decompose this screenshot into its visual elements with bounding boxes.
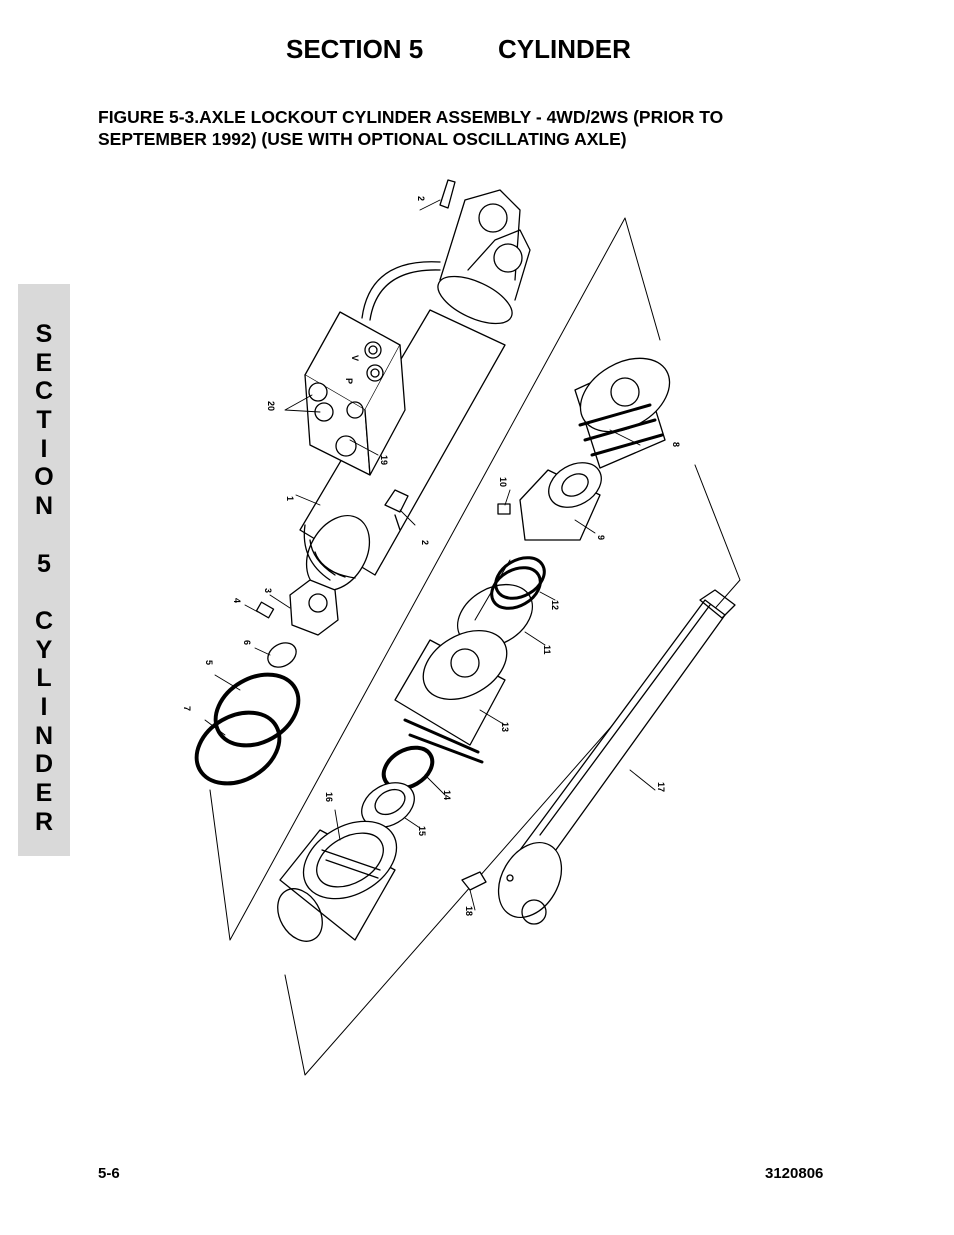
callout-8: 8 (671, 442, 681, 447)
side-tab-letter: N (34, 721, 54, 750)
valve-port-label-p: P (344, 378, 354, 384)
side-tab-letter: R (34, 807, 54, 836)
set-screw-10 (497, 503, 511, 515)
callout-4: 4 (232, 598, 242, 603)
figure-caption-line-1: FIGURE 5-3.AXLE LOCKOUT CYLINDER ASSEMBL… (98, 107, 724, 127)
piston-8 (574, 357, 671, 469)
section-header: SECTION 5 CYLINDER (0, 34, 954, 70)
section-number: SECTION 5 (286, 34, 424, 64)
valve-block (304, 261, 441, 476)
figure-caption: FIGURE 5-3.AXLE LOCKOUT CYLINDER ASSEMBL… (98, 106, 798, 150)
o-ring-6 (267, 642, 297, 668)
callout-5: 5 (204, 660, 214, 665)
callout-7: 7 (182, 706, 192, 711)
callout-2-side: 2 (420, 540, 430, 545)
grease-fitting-top (439, 179, 456, 209)
side-tab-letter: T (36, 406, 52, 435)
side-tab-letter: I (40, 692, 48, 721)
callout-12: 12 (550, 600, 560, 610)
document-number: 3120806 (765, 1165, 824, 1182)
side-tab-letters: S E C T I O N 5 C Y L I N D E R (18, 320, 70, 836)
callout-9: 9 (596, 535, 606, 540)
page-number: 5-6 (98, 1165, 120, 1182)
callout-10: 10 (498, 477, 508, 487)
callout-11: 11 (542, 645, 552, 655)
head-nut-16 (277, 820, 398, 942)
side-tab-letter: I (40, 434, 48, 463)
callout-20: 20 (266, 401, 276, 411)
callout-6: 6 (242, 640, 252, 645)
grease-fitting-18 (461, 871, 514, 891)
clevis-rod-end (437, 189, 531, 325)
side-tab-letter: C (34, 377, 54, 406)
section-side-tab: S E C T I O N 5 C Y L I N D E R (18, 284, 70, 856)
callout-1: 1 (285, 496, 295, 501)
piston-rod-17 (497, 589, 736, 925)
valve-port-label-v: V (350, 355, 360, 361)
seal-14 (381, 745, 435, 791)
side-tab-letter: S (35, 320, 53, 348)
callout-2-top: 2 (416, 196, 426, 201)
callout-19: 19 (379, 455, 389, 465)
side-tab-letter: E (35, 779, 53, 807)
seal-7 (194, 710, 282, 786)
figure-caption-line-2: SEPTEMBER 1992) (USE WITH OPTIONAL OSCIL… (98, 129, 627, 149)
grease-fitting-side (384, 489, 409, 531)
section-title: CYLINDER (498, 34, 631, 64)
exploded-cylinder-diagram: 1 2 2 3 4 5 6 7 8 9 10 11 12 13 14 15 16… (182, 179, 741, 1076)
callout-14: 14 (442, 790, 452, 800)
side-tab-letter: 5 (37, 549, 51, 578)
side-tab-letter: O (34, 463, 54, 492)
callout-17: 17 (656, 782, 666, 792)
hex-nut (289, 579, 339, 636)
side-tab-letter: Y (35, 635, 53, 664)
callout-3: 3 (263, 588, 273, 593)
callout-leader-lines (204, 199, 656, 911)
side-tab-letter: C (34, 606, 54, 635)
cylinder-head-13 (394, 629, 508, 764)
callout-15: 15 (417, 826, 427, 836)
side-tab-letter: L (36, 664, 52, 693)
side-tab-letter: D (34, 750, 54, 779)
side-tab-letter: E (35, 348, 53, 377)
backup-ring-12 (490, 556, 546, 610)
callout-labels: 1 2 2 3 4 5 6 7 8 9 10 11 12 13 14 15 16… (182, 196, 681, 916)
callout-18: 18 (464, 906, 474, 916)
side-tab-letter: N (34, 492, 54, 521)
callout-13: 13 (500, 722, 510, 732)
seal-5 (213, 672, 301, 748)
callout-16: 16 (324, 792, 334, 802)
spacer-9 (519, 462, 602, 541)
set-screw-4 (255, 601, 275, 619)
wiper-15 (361, 782, 415, 828)
